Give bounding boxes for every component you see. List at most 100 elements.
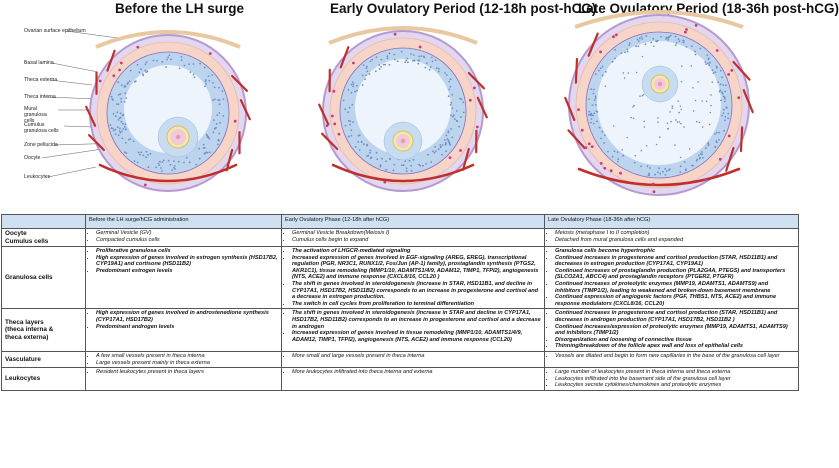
granulosa-cell bbox=[404, 160, 407, 163]
granulosa-cell bbox=[719, 83, 722, 86]
granulosa-cell bbox=[711, 69, 714, 71]
granulosa-cell bbox=[208, 137, 211, 140]
dispersed-cumulus-cell bbox=[627, 72, 630, 74]
row-label: Theca layers(theca interna &theca extern… bbox=[1, 308, 86, 352]
list-item: Continued expression of angiogenic facto… bbox=[555, 294, 795, 307]
leukocyte bbox=[718, 157, 722, 161]
granulosa-cell bbox=[358, 149, 361, 151]
granulosa-cell bbox=[659, 172, 662, 175]
granulosa-cell bbox=[192, 73, 195, 76]
dispersed-cumulus-cell bbox=[690, 65, 693, 67]
table-cell: Proliferative granulosa cellsHigh expres… bbox=[85, 245, 282, 310]
dispersed-cumulus-cell bbox=[622, 72, 625, 74]
leukocyte bbox=[609, 169, 613, 173]
granulosa-cell bbox=[640, 36, 643, 38]
dispersed-cumulus-cell bbox=[711, 81, 714, 83]
granulosa-cell bbox=[347, 88, 350, 91]
leukocyte bbox=[383, 180, 387, 184]
vessel-segment bbox=[476, 96, 488, 119]
blood-vessels bbox=[564, 32, 754, 187]
granulosa-cell bbox=[721, 91, 723, 94]
label-leukocytes: Leukocytes bbox=[24, 174, 51, 180]
granulosa-cell bbox=[382, 63, 385, 66]
granulosa-cell bbox=[157, 162, 160, 165]
dispersed-cumulus-cell bbox=[642, 94, 645, 96]
granulosa-cell bbox=[216, 143, 219, 146]
leukocyte bbox=[352, 61, 355, 65]
list-item: The shift in genes involved in steroidog… bbox=[292, 281, 541, 301]
granulosa-cell bbox=[388, 52, 391, 55]
granulosa-cell bbox=[361, 74, 364, 77]
granulosa-cell bbox=[213, 127, 216, 130]
granulosa-cell bbox=[198, 157, 201, 160]
table-row: Theca layers(theca interna &theca extern… bbox=[1, 308, 799, 352]
granulosa-cell bbox=[404, 61, 407, 64]
granulosa-cell bbox=[708, 64, 711, 66]
granulosa-cell bbox=[441, 153, 443, 156]
granulosa-cell bbox=[669, 34, 672, 37]
granulosa-cell bbox=[418, 163, 420, 166]
granulosa-cell bbox=[405, 59, 408, 62]
granulosa-cell bbox=[626, 50, 629, 53]
granulosa-cell bbox=[114, 133, 117, 136]
granulosa-cell bbox=[357, 141, 360, 143]
granulosa-cell bbox=[368, 73, 371, 75]
dispersed-cumulus-cell bbox=[680, 108, 683, 111]
granulosa-cell bbox=[158, 164, 161, 167]
granulosa-cell bbox=[662, 170, 664, 173]
granulosa-cell bbox=[205, 83, 208, 85]
granulosa-cell bbox=[412, 158, 415, 161]
granulosa-cell bbox=[123, 126, 126, 128]
list-item: Resident leukocytes present in theca lay… bbox=[96, 369, 278, 376]
dispersed-cumulus-cell bbox=[695, 120, 698, 123]
granulosa-cell bbox=[114, 115, 117, 118]
granulosa-cell bbox=[724, 115, 727, 118]
dispersed-cumulus-cell bbox=[666, 122, 669, 125]
granulosa-cell bbox=[178, 67, 181, 70]
column-header-0 bbox=[1, 214, 86, 229]
granulosa-cell bbox=[358, 134, 361, 137]
granulosa-cell bbox=[431, 60, 434, 63]
granulosa-cell bbox=[361, 84, 364, 86]
granulosa-cell bbox=[364, 78, 366, 81]
list-item: Granulosa cells become hypertrophic bbox=[555, 248, 795, 255]
granulosa-cell bbox=[724, 97, 726, 100]
granulosa-cell bbox=[186, 156, 188, 159]
list-item: Disorganization and loosening of connect… bbox=[555, 337, 795, 344]
granulosa-cell bbox=[727, 117, 730, 120]
granulosa-cell bbox=[704, 147, 707, 150]
granulosa-cell bbox=[380, 58, 383, 61]
granulosa-cell bbox=[352, 83, 355, 85]
leukocyte bbox=[715, 49, 719, 52]
granulosa-cell bbox=[422, 164, 424, 167]
granulosa-cell bbox=[138, 71, 141, 74]
granulosa-cell bbox=[721, 114, 723, 117]
granulosa-cell bbox=[112, 112, 115, 115]
list-item: High expression of genes involved in est… bbox=[96, 255, 278, 268]
granulosa-cell bbox=[592, 122, 595, 125]
granulosa-cell bbox=[679, 165, 682, 168]
vessel-segment bbox=[239, 99, 251, 121]
leukocyte bbox=[233, 119, 237, 123]
dispersed-cumulus-cell bbox=[653, 45, 655, 48]
granulosa-cell bbox=[180, 56, 183, 58]
granulosa-cell bbox=[126, 83, 129, 85]
granulosa-cell bbox=[385, 160, 387, 163]
leukocyte bbox=[737, 96, 741, 100]
granulosa-cell bbox=[408, 159, 411, 162]
granulosa-cell bbox=[192, 63, 195, 65]
granulosa-cell bbox=[419, 164, 422, 167]
granulosa-cell bbox=[129, 138, 132, 140]
leukocyte bbox=[587, 142, 591, 146]
antrum bbox=[355, 59, 451, 155]
dispersed-cumulus-cell bbox=[671, 107, 674, 109]
granulosa-cell bbox=[140, 68, 142, 71]
dispersed-cumulus-cell bbox=[710, 104, 712, 107]
granulosa-cell bbox=[641, 38, 644, 40]
dispersed-cumulus-cell bbox=[643, 126, 646, 128]
leukocyte bbox=[684, 30, 687, 34]
granulosa-cell bbox=[402, 164, 405, 167]
granulosa-cell bbox=[592, 114, 595, 117]
table-cell: Germinal Vesicle Breakdown(Meiosis I)Cum… bbox=[281, 228, 545, 247]
